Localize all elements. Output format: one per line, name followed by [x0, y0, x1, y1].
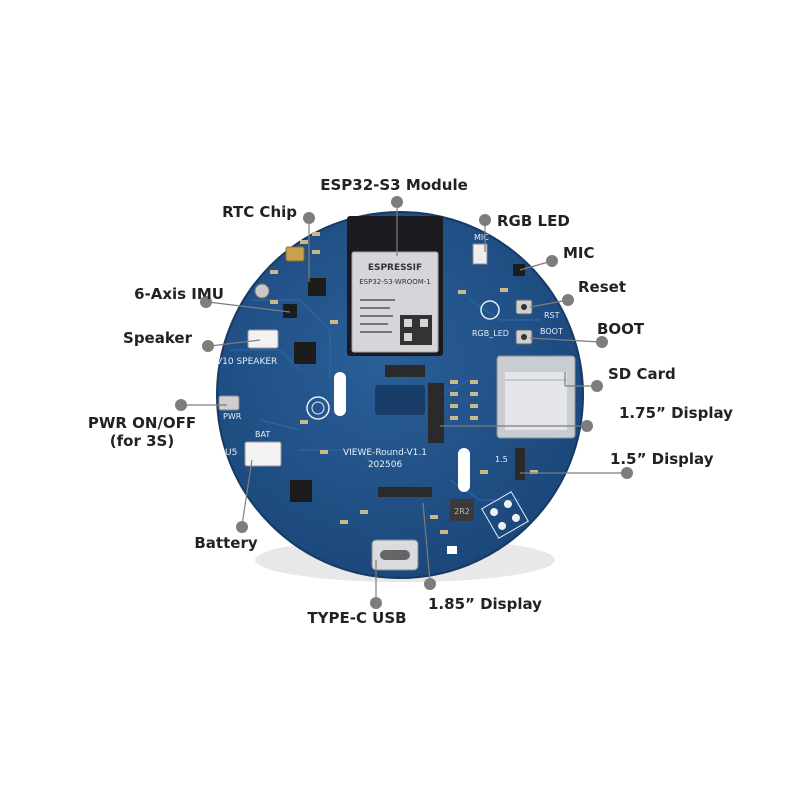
disp-15-silk: 1.5	[495, 455, 508, 464]
module-model-silk: ESP32-S3-WROOM-1	[359, 278, 430, 286]
fpc-15	[515, 448, 525, 480]
label-reset: Reset	[578, 278, 626, 296]
esp32-module: ESPRESSIF ESP32-S3-WROOM-1	[347, 216, 443, 356]
center-cutout	[375, 385, 425, 415]
label-disp-185: 1.85” Display	[428, 595, 542, 613]
rgb-led	[472, 243, 488, 265]
rtc-crystal	[285, 246, 305, 262]
fpc-185	[378, 487, 432, 497]
board-name-silk: VIEWE-Round-V1.1	[343, 448, 427, 458]
label-sd-card: SD Card	[608, 365, 676, 383]
amp-chip	[294, 342, 316, 364]
mic-chip	[513, 264, 525, 276]
label-disp-175: 1.75” Display	[619, 404, 733, 422]
label-boot: BOOT	[597, 320, 645, 338]
fpc-top	[385, 365, 425, 377]
imu-package	[283, 304, 297, 318]
label-pwr: PWR ON/OFF (for 3S)	[88, 414, 196, 450]
label-pwr-line2: (for 3S)	[109, 432, 175, 450]
pwr-switch	[218, 395, 240, 411]
header-pads	[481, 491, 529, 539]
rgb-led-ring	[480, 300, 500, 320]
label-esp32-module: ESP32-S3 Module	[320, 176, 468, 194]
imu-chip	[254, 283, 270, 299]
label-disp-15: 1.5” Display	[610, 450, 714, 468]
mount-slot-left	[334, 372, 346, 416]
u5-silk: U5	[225, 448, 237, 458]
rtc-chip	[308, 278, 326, 296]
espressif-silk: ESPRESSIF	[368, 263, 422, 273]
label-usb: TYPE-C USB	[307, 609, 407, 627]
board-date-silk: 202506	[368, 460, 403, 470]
pwr-silk: PWR	[223, 412, 242, 421]
bat-silk: BAT	[255, 430, 270, 439]
label-mic: MIC	[563, 244, 595, 262]
fpc-175	[428, 383, 444, 443]
speaker-connector	[247, 329, 279, 349]
mount-slot-right	[458, 448, 470, 492]
label-pwr-line1: PWR ON/OFF	[87, 414, 197, 432]
label-rtc-chip: RTC Chip	[222, 203, 297, 221]
clock-ring	[306, 396, 330, 420]
boot-silk: BOOT	[540, 327, 563, 336]
leader-dots	[175, 196, 633, 609]
rst-silk: RST	[544, 311, 560, 320]
leader-lines	[183, 202, 625, 601]
battery-connector	[244, 441, 282, 467]
regulator-chip	[290, 480, 312, 502]
sd-card-slot	[496, 355, 576, 439]
status-led	[447, 546, 457, 554]
inductor	[450, 499, 474, 521]
speaker-silk: V10 SPEAKER	[216, 357, 277, 367]
rgb-led-silk: RGB_LED	[472, 329, 509, 338]
label-battery: Battery	[194, 534, 258, 552]
passive-components	[270, 232, 538, 534]
inductor-silk: 2R2	[454, 507, 470, 516]
label-imu: 6-Axis IMU	[134, 285, 224, 303]
mic-silk: MIC	[474, 233, 489, 242]
label-rgb-led: RGB LED	[497, 212, 570, 230]
label-speaker: Speaker	[123, 329, 192, 347]
